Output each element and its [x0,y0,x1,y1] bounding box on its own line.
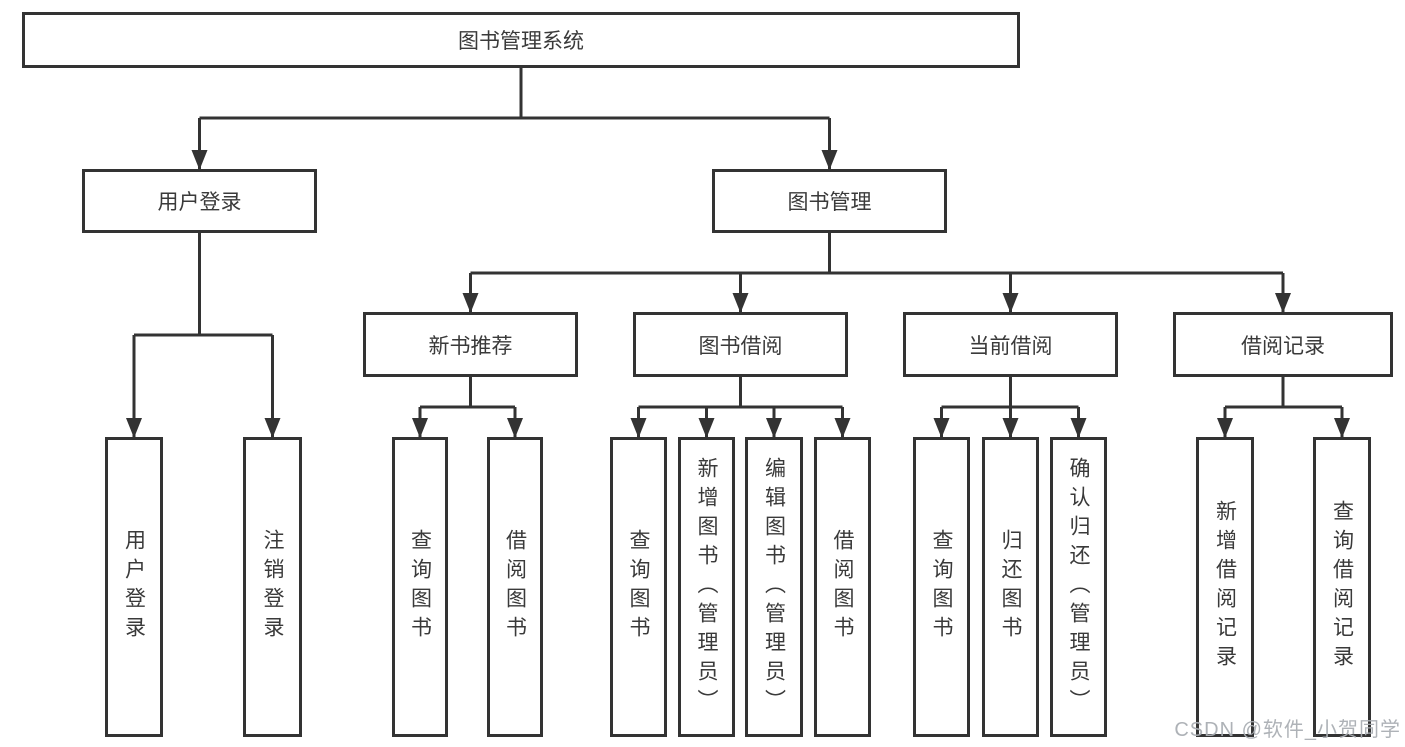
node-new-book-recommend: 新书推荐 [363,312,578,377]
leaf-current-return-book: 归还图书 [982,437,1039,737]
node-borrow-records-label: 借阅记录 [1241,334,1325,358]
node-current-borrow-label: 当前借阅 [968,334,1053,358]
node-user-login: 用户登录 [82,169,317,233]
leaf-current-query-book: 查询图书 [913,437,970,737]
leaf-borrow-add-book-admin-label: 新增图书（管理员） [695,456,718,718]
leaf-record-query-borrow-record-label: 查询借阅记录 [1330,500,1354,674]
leaf-user-login: 用户登录 [105,437,163,737]
leaf-user-login-label: 用户登录 [122,529,146,645]
leaf-record-add-borrow-record-label: 新增借阅记录 [1213,500,1237,674]
leaf-rec-query-book-label: 查询图书 [408,529,432,645]
node-book-management: 图书管理 [712,169,947,233]
leaf-record-add-borrow-record: 新增借阅记录 [1196,437,1254,737]
leaf-borrow-query-book-label: 查询图书 [627,529,650,645]
leaf-rec-borrow-book: 借阅图书 [487,437,543,737]
node-root: 图书管理系统 [22,12,1020,68]
node-borrow-records: 借阅记录 [1173,312,1393,377]
leaf-current-return-book-label: 归还图书 [999,529,1022,645]
node-book-borrow-label: 图书借阅 [698,334,783,358]
leaf-borrow-borrow-book-label: 借阅图书 [831,529,854,645]
leaf-borrow-borrow-book: 借阅图书 [814,437,871,737]
leaf-logout-label: 注销登录 [261,529,284,645]
node-current-borrow: 当前借阅 [903,312,1118,377]
node-book-management-label: 图书管理 [787,191,872,214]
leaf-current-confirm-return-admin: 确认归还（管理员） [1050,437,1107,737]
leaf-rec-query-book: 查询图书 [392,437,448,737]
node-book-borrow: 图书借阅 [633,312,848,377]
node-user-login-label: 用户登录 [157,191,242,214]
leaf-record-query-borrow-record: 查询借阅记录 [1313,437,1371,737]
leaf-logout: 注销登录 [243,437,302,737]
node-new-book-recommend-label: 新书推荐 [428,334,513,358]
leaf-borrow-query-book: 查询图书 [610,437,667,737]
leaf-borrow-add-book-admin: 新增图书（管理员） [678,437,735,737]
leaf-rec-borrow-book-label: 借阅图书 [503,529,527,645]
leaf-current-confirm-return-admin-label: 确认归还（管理员） [1067,456,1090,718]
node-root-label: 图书管理系统 [458,30,584,53]
leaf-borrow-edit-book-admin: 编辑图书（管理员） [745,437,803,737]
leaf-current-query-book-label: 查询图书 [930,529,953,645]
leaf-borrow-edit-book-admin-label: 编辑图书（管理员） [762,456,786,718]
